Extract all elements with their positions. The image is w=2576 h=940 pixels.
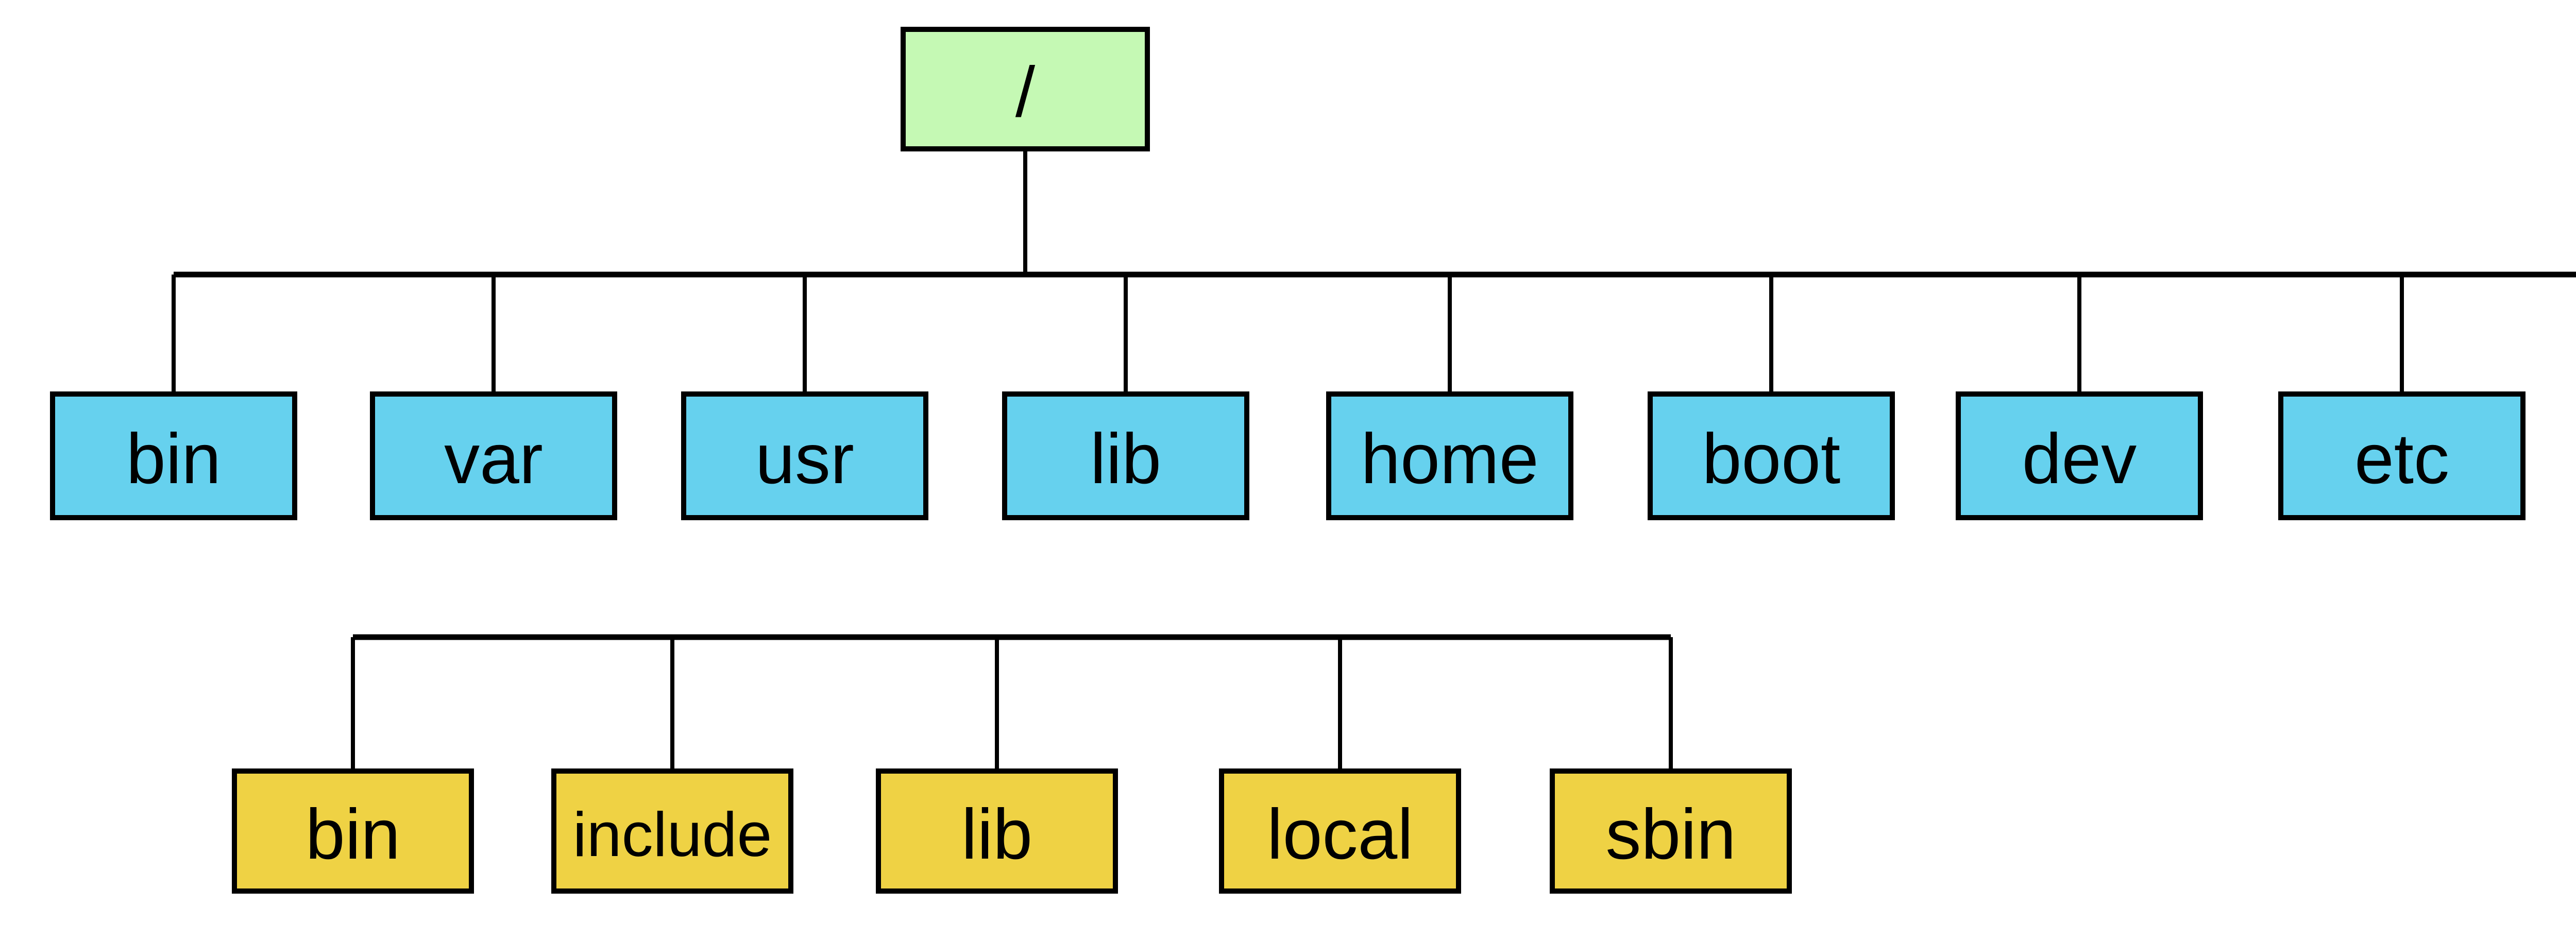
tree-node-l1-boot-label: boot (1702, 419, 1841, 499)
tree-node-l2-include-label: include (572, 799, 772, 869)
tree-node-l1-usr: usr (681, 391, 928, 520)
tree-node-l1-boot: boot (1648, 391, 1895, 520)
tree-node-l1-etc-label: etc (2354, 419, 2450, 499)
tree-node-l1-etc: etc (2278, 391, 2526, 520)
tree-node-l2-bin-label: bin (305, 794, 401, 874)
tree-node-l1-usr-label: usr (755, 419, 854, 499)
tree-node-l1-dev-label: dev (2022, 419, 2137, 499)
tree-node-l2-lib-label: lib (961, 794, 1033, 874)
tree-node-l1-var: var (370, 391, 617, 520)
tree-node-l2-local-label: local (1267, 794, 1413, 874)
tree-node-l1-var-label: var (444, 419, 543, 499)
tree-node-l1-lib-label: lib (1090, 419, 1162, 499)
tree-node-l2-sbin: sbin (1550, 768, 1792, 894)
tree-node-l2-local: local (1219, 768, 1461, 894)
tree-node-l1-lib: lib (1002, 391, 1249, 520)
tree-node-l1-home: home (1326, 391, 1573, 520)
tree-node-l2-include: include (551, 768, 793, 894)
tree-node-l1-home-label: home (1361, 419, 1539, 499)
tree-node-l2-bin: bin (232, 768, 474, 894)
tree-node-l2-lib: lib (876, 768, 1118, 894)
tree-node-root: / (901, 27, 1150, 151)
tree-node-l1-dev: dev (1956, 391, 2203, 520)
tree-node-l2-sbin-label: sbin (1605, 794, 1736, 874)
tree-node-l1-bin: bin (50, 391, 297, 520)
tree-node-l1-bin-label: bin (126, 419, 222, 499)
tree-node-root-label: / (1015, 53, 1036, 132)
